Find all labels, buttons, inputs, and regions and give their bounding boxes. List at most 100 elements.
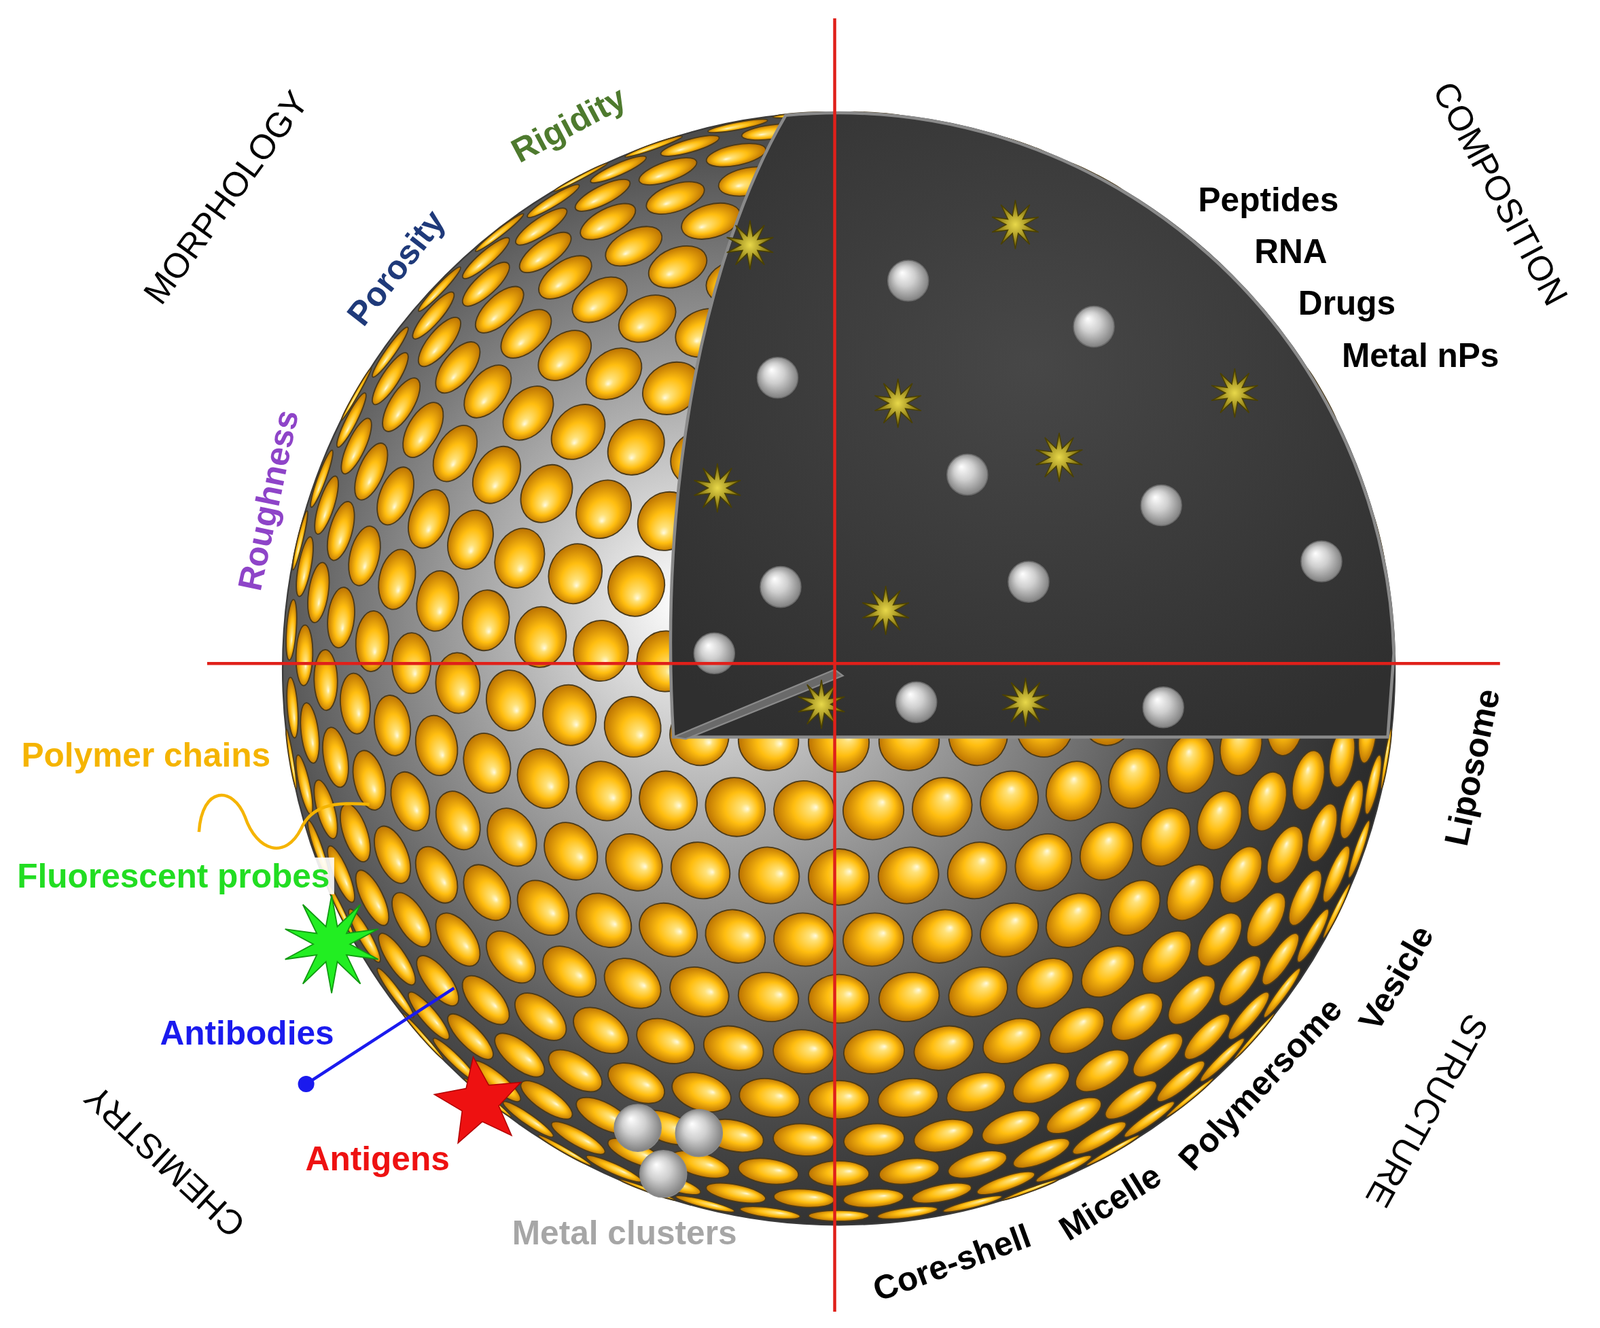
surface-bump [313, 649, 338, 711]
surface-bump [576, 337, 652, 411]
surface-bump [736, 1154, 801, 1188]
surface-bump [370, 692, 414, 758]
surface-bump [874, 966, 944, 1027]
surface-bump [739, 1203, 801, 1221]
surface-bump [1241, 767, 1294, 836]
composition-item: Metal nPs [1341, 336, 1500, 374]
morphology-item: Rigidity [505, 78, 632, 170]
surface-bump [540, 536, 611, 611]
surface-bump [411, 711, 463, 779]
surface-bump [1100, 741, 1169, 816]
chemistry-item: Polymer chains [21, 736, 271, 774]
surface-bump [627, 758, 710, 842]
surface-bump [839, 909, 907, 970]
section-title: STRUCTURE [1358, 1007, 1496, 1214]
surface-bump [767, 774, 841, 846]
cargo-particles [693, 260, 1342, 728]
surface-bump [1188, 904, 1251, 974]
composition-item: Drugs [1298, 284, 1396, 323]
surface-bump [597, 689, 668, 763]
surface-bump [1006, 1054, 1076, 1112]
section-title: COMPOSITION [1425, 76, 1575, 312]
structure-item: Core-shell [868, 1216, 1037, 1308]
surface-bump [477, 799, 546, 875]
composition-item: RNA [1254, 232, 1327, 270]
surface-bump [334, 799, 377, 865]
surface-bump [1003, 822, 1083, 903]
surface-bump [771, 1026, 836, 1076]
surface-bump [571, 618, 631, 683]
surface-bump [1035, 881, 1113, 958]
surface-bump [599, 547, 674, 626]
section-title: MORPHOLOGY [136, 84, 316, 312]
surface-bump [945, 1144, 1010, 1184]
surface-bump [1069, 811, 1145, 891]
surface-bump [1301, 799, 1344, 865]
surface-bump [659, 830, 741, 910]
surface-bump [736, 1074, 803, 1122]
surface-bump [698, 1019, 769, 1077]
surface-bump [975, 1009, 1048, 1073]
surface-bump [900, 765, 984, 848]
surface-bump [808, 1210, 869, 1221]
surface-bump [733, 966, 804, 1027]
surface-bump [1211, 839, 1271, 910]
surface-bump [1131, 799, 1200, 875]
surface-bump [406, 839, 467, 910]
surface-bump [904, 900, 980, 972]
surface-bump [565, 997, 637, 1063]
surface-bump [1132, 921, 1202, 992]
surface-bump [510, 455, 583, 532]
surface-bump [1286, 746, 1331, 813]
surface-bump [565, 751, 642, 831]
cargo-bursts [694, 199, 1259, 729]
cutaway-core [670, 112, 1395, 737]
surface-bump [338, 671, 373, 735]
morphology-item: Roughness [230, 406, 306, 594]
surface-bump [324, 585, 358, 649]
surface-bump [771, 1121, 835, 1158]
polymer-chain [199, 794, 370, 848]
surface-bump [297, 701, 323, 765]
surface-bump [940, 957, 1016, 1026]
surface-bump [773, 1186, 835, 1210]
surface-bump [970, 892, 1049, 968]
surface-bump [440, 503, 502, 575]
surface-bump [977, 1103, 1045, 1152]
surface-bump [565, 469, 643, 549]
surface-bump [909, 1019, 980, 1077]
surface-bump [1188, 784, 1250, 857]
surface-bump [453, 856, 521, 929]
structure-item: Liposome [1437, 685, 1507, 849]
surface-bump [841, 1026, 907, 1076]
surface-bump [704, 1178, 768, 1207]
surface-bump [1007, 947, 1083, 1019]
surface-bump [1071, 935, 1145, 1007]
structure-item: Polymersome [1171, 989, 1350, 1177]
surface-bump [870, 839, 947, 912]
surface-bump [662, 957, 737, 1026]
surface-bump [538, 680, 601, 750]
chemistry-item: Fluorescent probes [12, 856, 334, 895]
surface-bump [540, 393, 616, 471]
surface-bump [506, 870, 580, 946]
composition-item: Peptides [1198, 181, 1340, 219]
surface-bump [842, 1121, 906, 1158]
metal-cluster [614, 1104, 723, 1198]
surface-bump [426, 904, 489, 974]
surface-bump [842, 1186, 905, 1210]
surface-bump [1036, 751, 1112, 831]
surface-bump [697, 900, 774, 972]
structure-item: Vesicle [1351, 918, 1441, 1037]
surface-bump [1040, 997, 1113, 1063]
surface-bump [968, 758, 1051, 842]
surface-bump [318, 724, 353, 789]
surface-bump [808, 1160, 869, 1186]
surface-bump [366, 820, 418, 888]
surface-bump [532, 935, 606, 1007]
surface-bump [483, 667, 539, 734]
surface-bump [565, 881, 643, 958]
surface-bump [1259, 820, 1311, 888]
